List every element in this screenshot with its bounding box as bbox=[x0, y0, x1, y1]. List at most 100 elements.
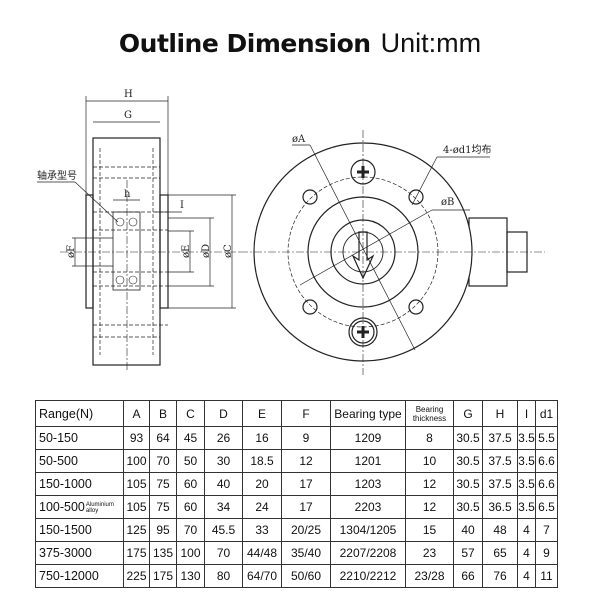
side-view: H G h I 轴承型号 øF øE øD øC bbox=[37, 89, 240, 372]
range-cell: 50-500 bbox=[35, 449, 124, 473]
range-value: 100-500 bbox=[39, 500, 85, 514]
table-cell: 1203 bbox=[330, 472, 406, 496]
column-header: d1 bbox=[535, 400, 558, 427]
table-cell: 48 bbox=[482, 518, 518, 542]
right-flange bbox=[159, 194, 169, 309]
table-cell: 225 bbox=[123, 564, 150, 588]
range-value: 50-500 bbox=[39, 454, 78, 468]
table-cell: 125 bbox=[123, 518, 150, 542]
column-header: E bbox=[242, 400, 282, 427]
label-F: øF bbox=[66, 245, 77, 258]
table-cell: 30.5 bbox=[453, 426, 483, 450]
table-cell: 70 bbox=[204, 541, 243, 565]
table-cell: 60 bbox=[176, 495, 205, 519]
table-cell: 8 bbox=[405, 426, 454, 450]
column-header: B bbox=[149, 400, 177, 427]
table-cell: 44/48 bbox=[242, 541, 282, 565]
table-cell: 70 bbox=[176, 518, 205, 542]
label-G: G bbox=[124, 110, 132, 121]
side-body bbox=[92, 137, 161, 366]
range-note: Aluminium alloy bbox=[85, 501, 114, 514]
table-cell: 15 bbox=[405, 518, 454, 542]
table-cell: 64 bbox=[149, 426, 177, 450]
table-cell: 34 bbox=[204, 495, 243, 519]
table-cell: 37.5 bbox=[482, 426, 518, 450]
column-header: I bbox=[517, 400, 536, 427]
table-cell: 75 bbox=[149, 472, 177, 496]
table-cell: 57 bbox=[453, 541, 483, 565]
table-cell: 23 bbox=[405, 541, 454, 565]
range-value: 750-12000 bbox=[39, 569, 99, 583]
table-cell: 64/70 bbox=[242, 564, 282, 588]
table-cell: 95 bbox=[149, 518, 177, 542]
table-cell: 175 bbox=[123, 541, 150, 565]
table-cell: 10 bbox=[405, 449, 454, 473]
table-cell: 75 bbox=[149, 495, 177, 519]
table-cell: 80 bbox=[204, 564, 243, 588]
mounting-holes bbox=[302, 189, 424, 315]
table-cell: 45.5 bbox=[204, 518, 243, 542]
label-holes: 4-ød1均布 bbox=[443, 144, 492, 156]
range-cell: 100-500Aluminium alloy bbox=[35, 495, 124, 519]
table-cell: 175 bbox=[149, 564, 177, 588]
table-cell: 20/25 bbox=[281, 518, 331, 542]
table-cell: 3.5 bbox=[517, 449, 536, 473]
range-value: 150-1000 bbox=[39, 477, 92, 491]
range-value: 375-3000 bbox=[39, 546, 92, 560]
range-cell: 150-1000 bbox=[35, 472, 124, 496]
table-cell: 6.6 bbox=[535, 472, 558, 496]
table-cell: 1201 bbox=[330, 449, 406, 473]
outline-drawing: H G h I 轴承型号 øF øE øD øC øA 4-ød1均布 bbox=[37, 89, 545, 375]
table-cell: 17 bbox=[281, 472, 331, 496]
table-cell: 1209 bbox=[330, 426, 406, 450]
label-A: øA bbox=[292, 134, 306, 145]
range-value: 50-150 bbox=[39, 431, 78, 445]
column-header: Range(N) bbox=[35, 400, 124, 427]
table-cell: 135 bbox=[149, 541, 177, 565]
label-H: H bbox=[124, 89, 133, 100]
table-cell: 76 bbox=[482, 564, 518, 588]
table-cell: 30.5 bbox=[453, 472, 483, 496]
table-cell: 100 bbox=[123, 449, 150, 473]
table-cell: 9 bbox=[281, 426, 331, 450]
table-cell: 1304/1205 bbox=[330, 518, 406, 542]
table-cell: 6.5 bbox=[535, 495, 558, 519]
bearing bbox=[112, 211, 141, 291]
range-value: 150-1500 bbox=[39, 523, 92, 537]
column-header: A bbox=[123, 400, 150, 427]
table-cell: 50/60 bbox=[281, 564, 331, 588]
table-cell: 5.5 bbox=[535, 426, 558, 450]
table-cell: 17 bbox=[281, 495, 331, 519]
column-header: Bearing thickness bbox=[405, 400, 454, 427]
table-cell: 35/40 bbox=[281, 541, 331, 565]
label-h: h bbox=[124, 189, 131, 200]
table-cell: 12 bbox=[405, 495, 454, 519]
column-header: Bearing type bbox=[330, 400, 406, 427]
table-cell: 100 bbox=[176, 541, 205, 565]
column-header: D bbox=[204, 400, 243, 427]
table-cell: 30.5 bbox=[453, 449, 483, 473]
table-cell: 4 bbox=[517, 541, 536, 565]
table-cell: 40 bbox=[204, 472, 243, 496]
column-header: F bbox=[281, 400, 331, 427]
table-cell: 6.6 bbox=[535, 449, 558, 473]
table-cell: 33 bbox=[242, 518, 282, 542]
table-cell: 66 bbox=[453, 564, 483, 588]
table-cell: 30.5 bbox=[453, 495, 483, 519]
range-cell: 50-150 bbox=[35, 426, 124, 450]
label-bearing-model: 轴承型号 bbox=[37, 169, 77, 182]
table-cell: 50 bbox=[176, 449, 205, 473]
table-cell: 12 bbox=[281, 449, 331, 473]
label-I: I bbox=[180, 200, 184, 211]
table-cell: 45 bbox=[176, 426, 205, 450]
range-cell: 150-1500 bbox=[35, 518, 124, 542]
left-flange bbox=[85, 194, 94, 309]
table-cell: 30 bbox=[204, 449, 243, 473]
